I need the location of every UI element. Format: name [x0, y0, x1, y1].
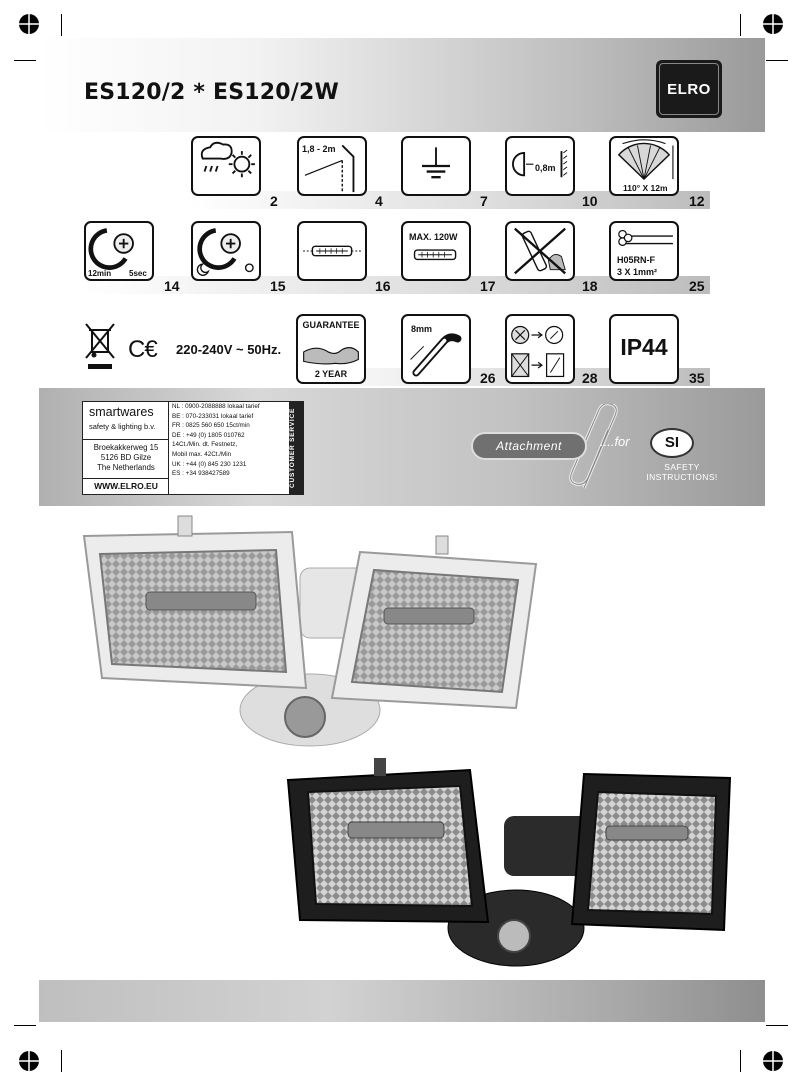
header-band: [39, 38, 765, 132]
symbol-number: 7: [480, 193, 488, 209]
address: Broekakkerweg 15 5126 BD Gilze The Nethe…: [83, 439, 169, 473]
symbol-number: 14: [164, 278, 180, 294]
symbol-number: 18: [582, 278, 598, 294]
symbol-number: 25: [689, 278, 705, 294]
ip-rating-icon: IP44: [609, 314, 679, 384]
guarantee-icon: GUARANTEE 2 YEAR: [296, 314, 366, 384]
symbol-number: 28: [582, 370, 598, 386]
attachment-badge: Attachment: [471, 432, 587, 460]
page-title: ES120/2 * ES120/2W: [84, 80, 339, 105]
symbol-number: 26: [480, 370, 496, 386]
ip-label: IP44: [620, 334, 668, 360]
detection-label: 110° X 12m: [623, 183, 668, 193]
product-image-white: [80, 512, 540, 752]
timer-label-right: 5sec: [129, 269, 147, 278]
logo-text: ELRO: [659, 63, 719, 115]
max-wattage-icon: MAX. 120W: [401, 221, 471, 281]
weee-bin-icon: [84, 322, 116, 376]
for-label: ....for: [600, 434, 630, 449]
strip-length-icon: 8mm: [401, 314, 471, 384]
customer-service-box: smartwares safety & lighting b.v. Broeka…: [82, 401, 304, 495]
ce-mark: C€: [128, 336, 158, 363]
no-touch-lamp-icon: [505, 221, 575, 281]
glass-replace-icon: [505, 314, 575, 384]
phone-line: ES : +34 938427589: [172, 470, 230, 478]
cable-type-label: H05RN-F: [617, 255, 656, 265]
crop-line: [61, 1050, 62, 1072]
symbol-row-band: [296, 368, 710, 386]
phone-line: BE : 070-233031 lokaal tarief: [172, 412, 254, 420]
phone-line: Mobil max. 42Ct./Min: [172, 450, 232, 458]
symbol-number: 4: [375, 193, 383, 209]
company-info: smartwares safety & lighting b.v. Broeka…: [83, 402, 169, 494]
website-link[interactable]: WWW.ELRO.EU: [83, 478, 169, 494]
guarantee-bottom-label: 2 YEAR: [314, 369, 348, 379]
crop-line: [14, 1025, 36, 1026]
brand-subtitle: safety & lighting b.v.: [89, 422, 156, 431]
distance-icon: 0,8m: [505, 136, 575, 196]
timer-knob-icon: 12min 5sec: [84, 221, 154, 281]
elro-logo: ELRO: [656, 60, 722, 118]
mounting-height-icon: 1,8 - 2m: [297, 136, 367, 196]
cable-icon: H05RN-F 3 X 1mm²: [609, 221, 679, 281]
crop-line: [766, 60, 788, 61]
phone-line: NL : 0900-2088888 lokaal tarief: [172, 403, 260, 410]
timer-label-left: 12min: [88, 269, 112, 278]
footer-band: [39, 980, 765, 1022]
safety-instructions-label: SAFETY INSTRUCTIONS!: [640, 462, 724, 482]
symbol-number: 17: [480, 278, 496, 294]
symbol-number: 15: [270, 278, 286, 294]
crop-line: [61, 14, 62, 36]
crop-line: [766, 1025, 788, 1026]
lux-knob-icon: [191, 221, 261, 281]
guarantee-top-label: GUARANTEE: [302, 320, 360, 330]
crop-line: [740, 1050, 741, 1072]
phone-line: DE : +49 (0) 1805 010762: [172, 431, 245, 439]
address-line: The Netherlands: [97, 463, 155, 472]
phone-line: FR : 0825 560 650 15ct/min: [172, 422, 250, 430]
phone-line: UK : +44 (0) 845 230 1231: [172, 460, 247, 468]
wattage-label: MAX. 120W: [409, 232, 458, 242]
crop-line: [740, 14, 741, 36]
address-line: 5126 BD Gilze: [100, 453, 152, 462]
safety-line: INSTRUCTIONS!: [646, 472, 718, 482]
distance-label: 0,8m: [535, 163, 556, 173]
weather-icon: [191, 136, 261, 196]
symbol-number: 2: [270, 193, 278, 209]
symbol-number: 10: [582, 193, 598, 209]
halogen-lamp-icon: [297, 221, 367, 281]
product-image-black: [284, 756, 744, 970]
cable-size-label: 3 X 1mm²: [617, 267, 658, 277]
voltage-label: 220-240V ~ 50Hz.: [176, 342, 282, 357]
address-line: Broekakkerweg 15: [93, 443, 159, 452]
phone-list: NL : 0900-2088888 lokaal tarief BE : 070…: [169, 402, 291, 494]
ground-icon: [401, 136, 471, 196]
brand-name: smartwares: [89, 405, 154, 419]
customer-service-label: CUSTOMER SERVICE: [289, 402, 303, 494]
symbol-number: 12: [689, 193, 705, 209]
strip-label: 8mm: [411, 324, 433, 334]
symbol-number: 16: [375, 278, 391, 294]
phone-line: 14Ct./Min. dt. Festnetz,: [172, 441, 238, 449]
safety-line: SAFETY: [664, 462, 700, 472]
crop-line: [14, 60, 36, 61]
height-label: 1,8 - 2m: [302, 144, 336, 154]
si-badge: SI: [650, 428, 694, 458]
detection-range-icon: 110° X 12m: [609, 136, 679, 196]
symbol-number: 35: [689, 370, 705, 386]
